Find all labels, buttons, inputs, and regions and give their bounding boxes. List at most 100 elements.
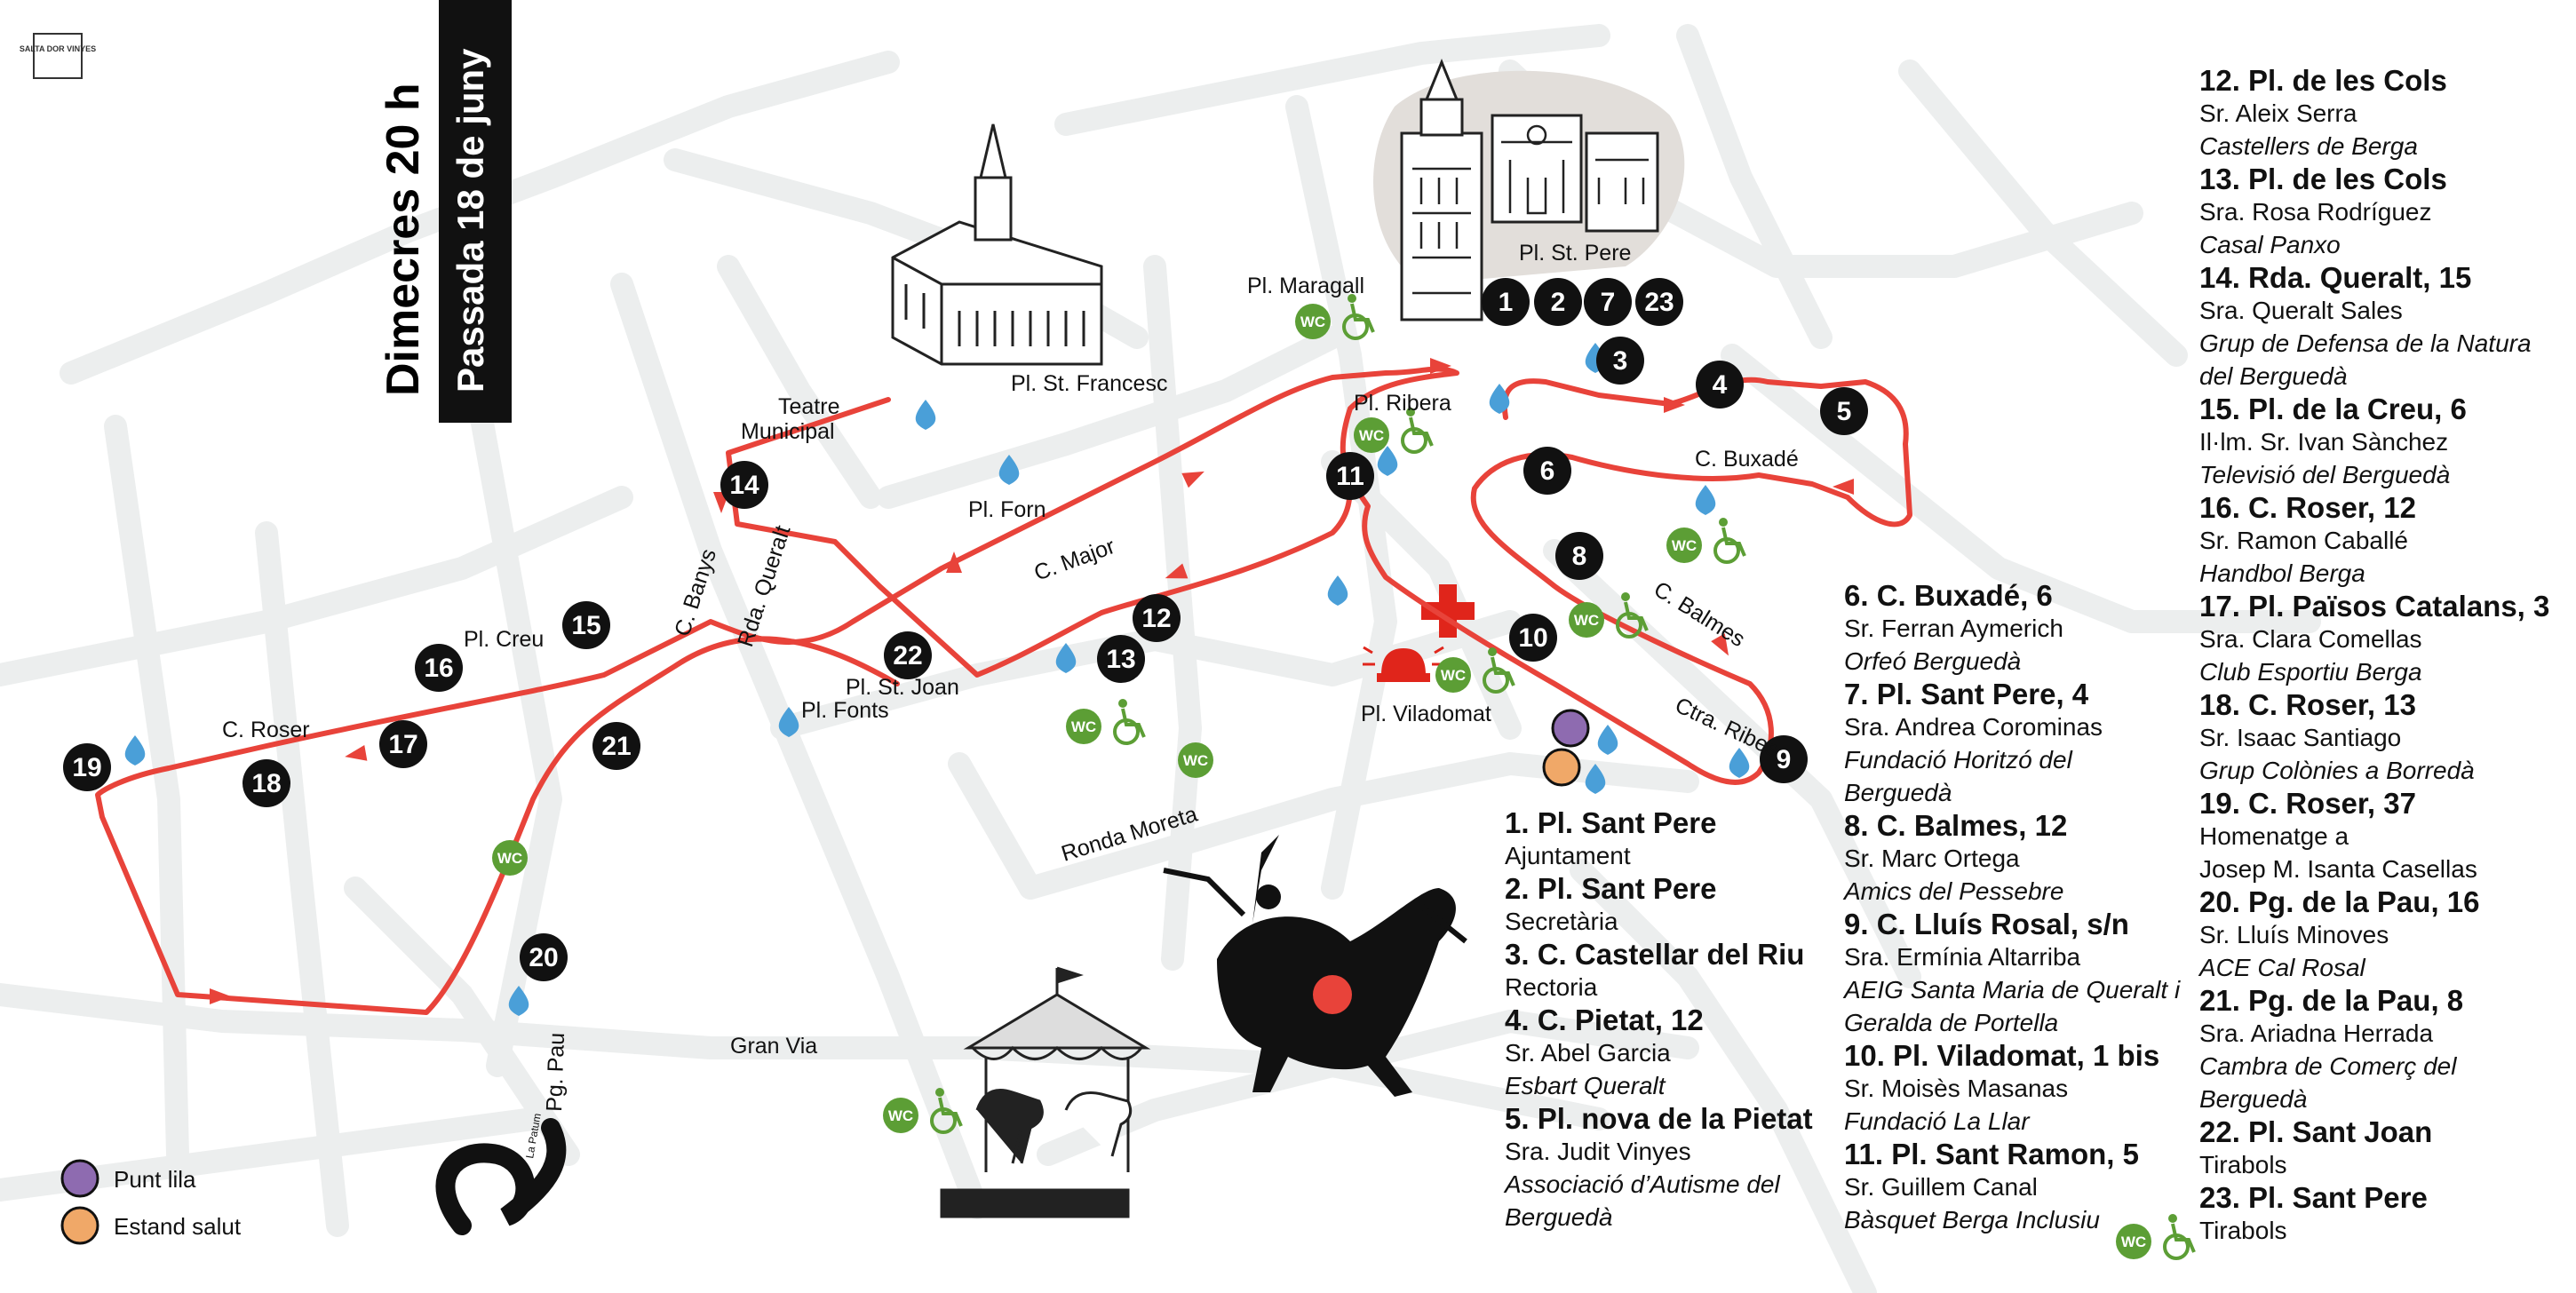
punt-lila-marker: [1551, 709, 1590, 748]
stop-entry-host: Sr. Marc Ortega: [1844, 845, 2020, 872]
stop-entry-organization: Televisió del Berguedà: [2199, 461, 2451, 488]
stop-marker-14: 14: [720, 461, 768, 509]
water-drop-icon: [1597, 725, 1618, 755]
stop-number: 18: [251, 769, 281, 798]
stop-entry-host: Sr. Isaac Santiago: [2199, 724, 2402, 751]
stop-entry-organization: Berguedà: [1505, 1203, 1613, 1231]
stop-marker-18: 18: [242, 759, 290, 807]
stop-entry-organization: Grup de Defensa de la Natura: [2199, 329, 2532, 357]
stop-marker-4: 4: [1696, 361, 1744, 409]
stop-entry-host: Sra. Judit Vinyes: [1505, 1138, 1691, 1165]
stop-marker-22: 22: [884, 631, 932, 679]
first-aid-icon: [1363, 584, 1475, 682]
salta-logo: SALTA DOR VINYES: [20, 33, 96, 79]
stop-entry-title: 22. Pl. Sant Joan: [2199, 1115, 2433, 1148]
legend-estand-salut: Estand salut: [114, 1213, 242, 1240]
stop-entry-organization: Berguedà: [2199, 1085, 2308, 1113]
label-pl-st-pere: Pl. St. Pere: [1519, 241, 1631, 266]
stop-entry-title: 14. Rda. Queralt, 15: [2199, 261, 2472, 294]
accessibility-icon: [1342, 294, 1375, 340]
stop-entry-host: Sr. Guillem Canal: [1844, 1173, 2038, 1201]
stop-entry-organization: Handbol Berga: [2199, 559, 2365, 587]
svg-text:WC: WC: [1441, 667, 1466, 684]
label-pg-pau: Pg. Pau: [542, 1032, 569, 1112]
carousel-illustration: [940, 966, 1151, 1218]
stop-entry-title: 7. Pl. Sant Pere, 4: [1844, 678, 2089, 710]
water-drop-icon: [1327, 575, 1348, 606]
water-drop-icon: [1055, 643, 1077, 673]
stop-entry-host: Sr. Ferran Aymerich: [1844, 615, 2063, 642]
route-arrow: [1711, 633, 1729, 656]
label-gran-via: Gran Via: [730, 1034, 817, 1059]
stop-entry-host: Tirabols: [2199, 1151, 2287, 1178]
stop-entry-title: 3. C. Castellar del Riu: [1505, 938, 1805, 971]
route-arrow: [1833, 479, 1854, 495]
stop-marker-15: 15: [562, 601, 610, 649]
stop-number: 14: [729, 471, 759, 500]
svg-text:WC: WC: [1672, 537, 1697, 554]
stop-marker-11: 11: [1326, 452, 1374, 500]
accessibility-icon: [1483, 647, 1515, 694]
label-pl-fonts: Pl. Fonts: [801, 698, 889, 723]
stop-entry-title: 21. Pg. de la Pau, 8: [2199, 984, 2464, 1017]
stop-number: 17: [388, 730, 417, 759]
stop-number: 8: [1572, 542, 1587, 571]
label-pl-viladomat: Pl. Viladomat: [1361, 702, 1491, 726]
legend-salut-swatch: [60, 1206, 99, 1245]
wc-icon: WC: [883, 1098, 918, 1133]
stop-marker-23: 23: [1635, 278, 1683, 326]
stop-entry-host: Sr. Moisès Masanas: [1844, 1075, 2069, 1102]
stop-marker-12: 12: [1133, 594, 1181, 642]
salta-logo-text: SALTA DOR VINYES: [20, 44, 96, 53]
stop-entry-organization: Cambra de Comerç del: [2199, 1052, 2457, 1080]
event-day-time: Dimecres 20 h: [378, 83, 429, 396]
stop-number: 12: [1141, 604, 1171, 633]
stop-marker-3: 3: [1596, 337, 1644, 385]
stop-number: 19: [72, 753, 101, 782]
stop-entry-title: 10. Pl. Viladomat, 1 bis: [1844, 1039, 2160, 1072]
stop-entry-host: Il·lm. Sr. Ivan Sànchez: [2199, 428, 2449, 456]
stop-marker-5: 5: [1820, 387, 1868, 435]
water-drop-icon: [124, 735, 146, 765]
stop-number: 15: [571, 611, 600, 640]
stop-entry-title: 5. Pl. nova de la Pietat: [1505, 1102, 1813, 1135]
stop-marker-20: 20: [520, 933, 568, 981]
stop-number: 11: [1336, 462, 1364, 491]
svg-text:WC: WC: [1574, 612, 1599, 629]
stop-marker-2: 2: [1534, 278, 1582, 326]
stop-entry-organization: Casal Panxo: [2199, 231, 2341, 258]
water-drop-icon: [1489, 384, 1510, 414]
stop-entry-organization: Associació d’Autisme del: [1505, 1170, 1780, 1198]
stop-entry-organization: Orfeó Berguedà: [1844, 647, 2022, 675]
patum-logo-mark: [435, 1118, 567, 1235]
stop-entry-host: Sr. Abel Garcia: [1505, 1039, 1671, 1067]
route-arrow: [1664, 397, 1685, 413]
stop-entry-organization: Club Esportiu Berga: [2199, 658, 2422, 686]
stop-number: 21: [601, 732, 631, 761]
stop-entry-organization: Berguedà: [1844, 779, 1952, 806]
stop-entry-host: Sra. Queralt Sales: [2199, 297, 2403, 324]
patum-dancer-illustration: [1163, 835, 1467, 1097]
label-municipal: Municipal: [741, 419, 835, 444]
stop-number: 7: [1601, 288, 1616, 317]
stop-entry-organization: Grup Colònies a Borredà: [2199, 757, 2475, 784]
accessibility-icon: [1401, 408, 1434, 454]
label-teatre: Teatre: [778, 394, 839, 419]
stop-marker-6: 6: [1523, 447, 1571, 495]
stop-entry-organization: Amics del Pessebre: [1844, 877, 2064, 905]
event-title: Passada 18 de juny: [449, 48, 491, 393]
route-arrow: [210, 988, 231, 1004]
water-points: [124, 343, 1750, 1016]
